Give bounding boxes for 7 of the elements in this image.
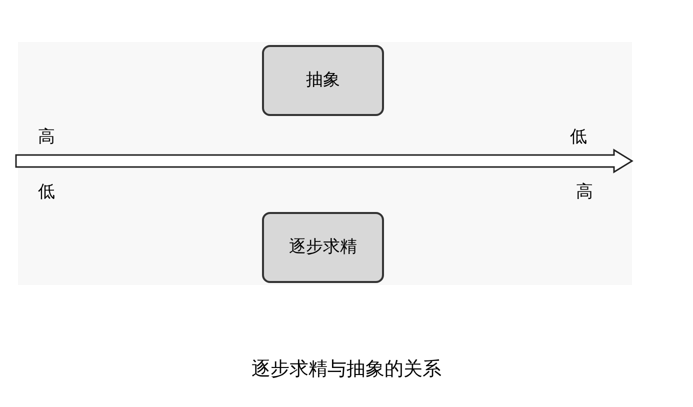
axis-end-label: 高 bbox=[576, 181, 593, 204]
concept-box: 抽象 bbox=[262, 45, 384, 116]
axis-end-label: 低 bbox=[38, 181, 55, 204]
axis-end-label: 高 bbox=[38, 126, 55, 149]
axis-end-label: 低 bbox=[570, 126, 587, 149]
concept-box: 逐步求精 bbox=[262, 212, 384, 283]
caption: 逐步求精与抽象的关系 bbox=[250, 357, 442, 382]
